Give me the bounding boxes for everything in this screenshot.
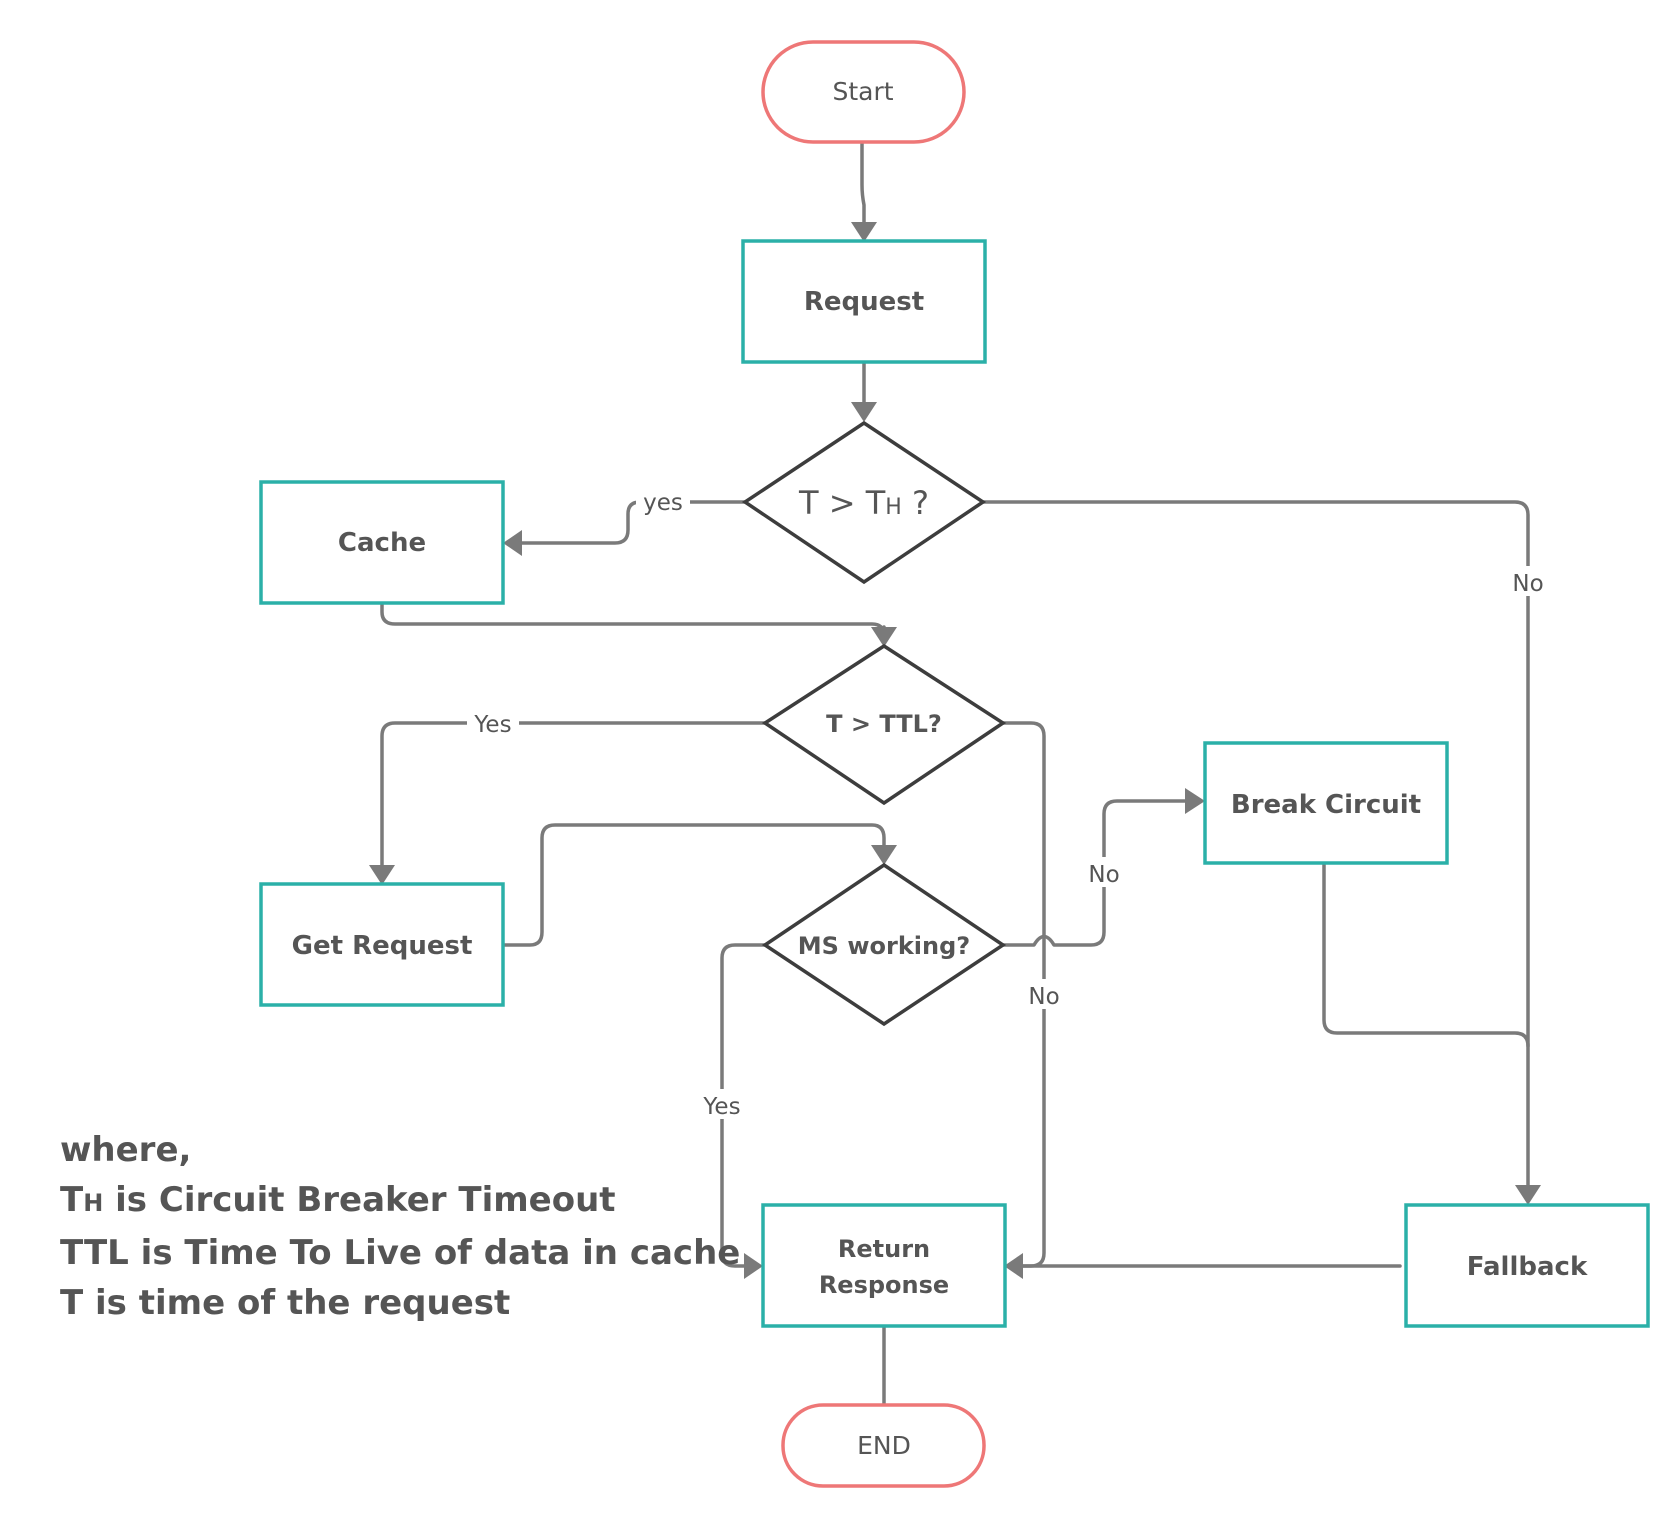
- edge-cache-decision-ttl: [380, 601, 886, 638]
- cache-label: Cache: [338, 528, 426, 558]
- legend-line-th: TH is Circuit Breaker Timeout: [60, 1180, 616, 1220]
- arrowhead-decision-ttl: [871, 627, 897, 647]
- arrowhead-decision-ms: [871, 845, 897, 865]
- edge-th-yes-cache: [520, 500, 747, 545]
- request-label: Request: [804, 287, 924, 317]
- decision-ms-node[interactable]: MS working?: [761, 862, 1007, 1027]
- decision-ttl-label: T > TTL?: [826, 710, 942, 738]
- edge-th-no-fallback: [981, 500, 1530, 1187]
- edge-label-ttl-yes: Yes: [473, 712, 511, 738]
- arrowhead-request: [851, 222, 877, 242]
- decision-ms-label: MS working?: [798, 932, 970, 960]
- break-circuit-label: Break Circuit: [1231, 790, 1421, 820]
- legend-heading: where,: [60, 1130, 192, 1170]
- fallback-label: Fallback: [1467, 1252, 1588, 1282]
- edge-labels: yes No Yes No No Yes: [467, 485, 1551, 1120]
- legend-line-ttl: TTL is Time To Live of data in cache: [60, 1233, 741, 1273]
- arrowhead-fallback: [1515, 1185, 1541, 1205]
- edge-label-ttl-no: No: [1028, 984, 1059, 1010]
- end-node[interactable]: END: [781, 1403, 986, 1488]
- end-label: END: [857, 1431, 911, 1460]
- cache-node[interactable]: Cache: [259, 480, 505, 605]
- decision-th-label: T > TH ?: [798, 484, 929, 522]
- edge-ttl-yes-get-request: [380, 721, 767, 867]
- start-node[interactable]: Start: [761, 40, 966, 144]
- edge-label-ms-no: No: [1088, 862, 1119, 888]
- edge-label-ms-yes: Yes: [702, 1094, 740, 1120]
- get-request-node[interactable]: Get Request: [259, 882, 505, 1007]
- break-circuit-node[interactable]: Break Circuit: [1203, 741, 1449, 865]
- arrowhead-break-circuit: [1185, 788, 1205, 814]
- edge-label-th-no: No: [1512, 571, 1543, 597]
- edge-start-request: [860, 140, 866, 224]
- request-node[interactable]: Request: [741, 239, 987, 364]
- return-response-label-line2: Response: [819, 1271, 949, 1299]
- edge-break-circuit-fallback: [1322, 861, 1530, 1048]
- return-response-node[interactable]: Return Response: [761, 1203, 1007, 1328]
- get-request-label: Get Request: [292, 931, 473, 961]
- return-response-label-line1: Return: [838, 1235, 930, 1263]
- nodes: Start Request T > TH ? Cache T > TTL? Br…: [259, 40, 1650, 1488]
- edge-ms-no-break-circuit: [1001, 799, 1187, 947]
- arrowhead-return-right: [1004, 1253, 1023, 1279]
- arrowhead-get-request: [369, 865, 395, 885]
- edge-label-th-yes: yes: [643, 490, 683, 516]
- arrowhead-return-left: [744, 1253, 763, 1279]
- edge-get-request-decision-ms: [501, 823, 886, 947]
- fallback-node[interactable]: Fallback: [1404, 1203, 1650, 1328]
- arrowhead-decision-th: [851, 402, 877, 422]
- legend-line-t: T is time of the request: [60, 1283, 511, 1323]
- legend: where, TH is Circuit Breaker Timeout TTL…: [60, 1125, 741, 1328]
- decision-th-node[interactable]: T > TH ?: [741, 420, 987, 585]
- decision-ttl-node[interactable]: T > TTL?: [761, 643, 1007, 806]
- start-label: Start: [832, 77, 893, 106]
- arrowhead-cache: [503, 530, 522, 556]
